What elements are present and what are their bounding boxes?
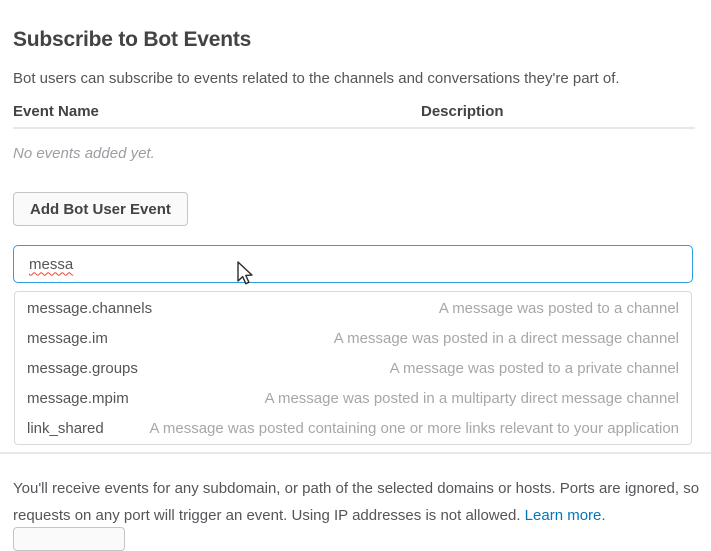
event-suggestions-dropdown: message.channels A message was posted to… <box>14 291 692 445</box>
section-divider <box>0 452 711 454</box>
suggestion-description: A message was posted in a direct message… <box>333 329 679 347</box>
domains-help-line2: requests on any port will trigger an eve… <box>13 507 525 524</box>
page-subtitle: Bot users can subscribe to events relate… <box>13 70 620 87</box>
event-search-input-value: messa <box>29 255 74 273</box>
suggestion-link-shared[interactable]: link_shared A message was posted contain… <box>15 413 691 443</box>
table-header-divider <box>13 127 695 129</box>
suggestion-description: A message was posted in a multiparty dir… <box>264 389 679 407</box>
suggestion-description: A message was posted to a private channe… <box>389 359 679 377</box>
suggestion-message-channels[interactable]: message.channels A message was posted to… <box>15 293 691 323</box>
learn-more-link[interactable]: Learn more. <box>524 507 606 524</box>
suggestion-name: link_shared <box>27 419 104 437</box>
add-bot-user-event-button[interactable]: Add Bot User Event <box>13 192 188 226</box>
suggestion-name: message.im <box>27 329 108 347</box>
domains-help-line1: You'll receive events for any subdomain,… <box>13 480 700 497</box>
empty-events-message: No events added yet. <box>13 145 155 162</box>
column-header-event-name: Event Name <box>13 103 99 120</box>
suggestion-message-groups[interactable]: message.groups A message was posted to a… <box>15 353 691 383</box>
suggestion-name: message.mpim <box>27 389 129 407</box>
event-search-input[interactable]: messa <box>13 245 693 283</box>
page-title: Subscribe to Bot Events <box>13 28 252 52</box>
column-header-description: Description <box>421 103 504 120</box>
domains-help-text: You'll receive events for any subdomain,… <box>13 475 703 529</box>
suggestion-description: A message was posted to a channel <box>438 299 679 317</box>
suggestion-message-mpim[interactable]: message.mpim A message was posted in a m… <box>15 383 691 413</box>
cut-off-button[interactable] <box>13 527 125 551</box>
suggestion-name: message.channels <box>27 299 153 317</box>
suggestion-description: A message was posted containing one or m… <box>149 419 679 437</box>
suggestion-name: message.groups <box>27 359 138 377</box>
suggestion-message-im[interactable]: message.im A message was posted in a dir… <box>15 323 691 353</box>
